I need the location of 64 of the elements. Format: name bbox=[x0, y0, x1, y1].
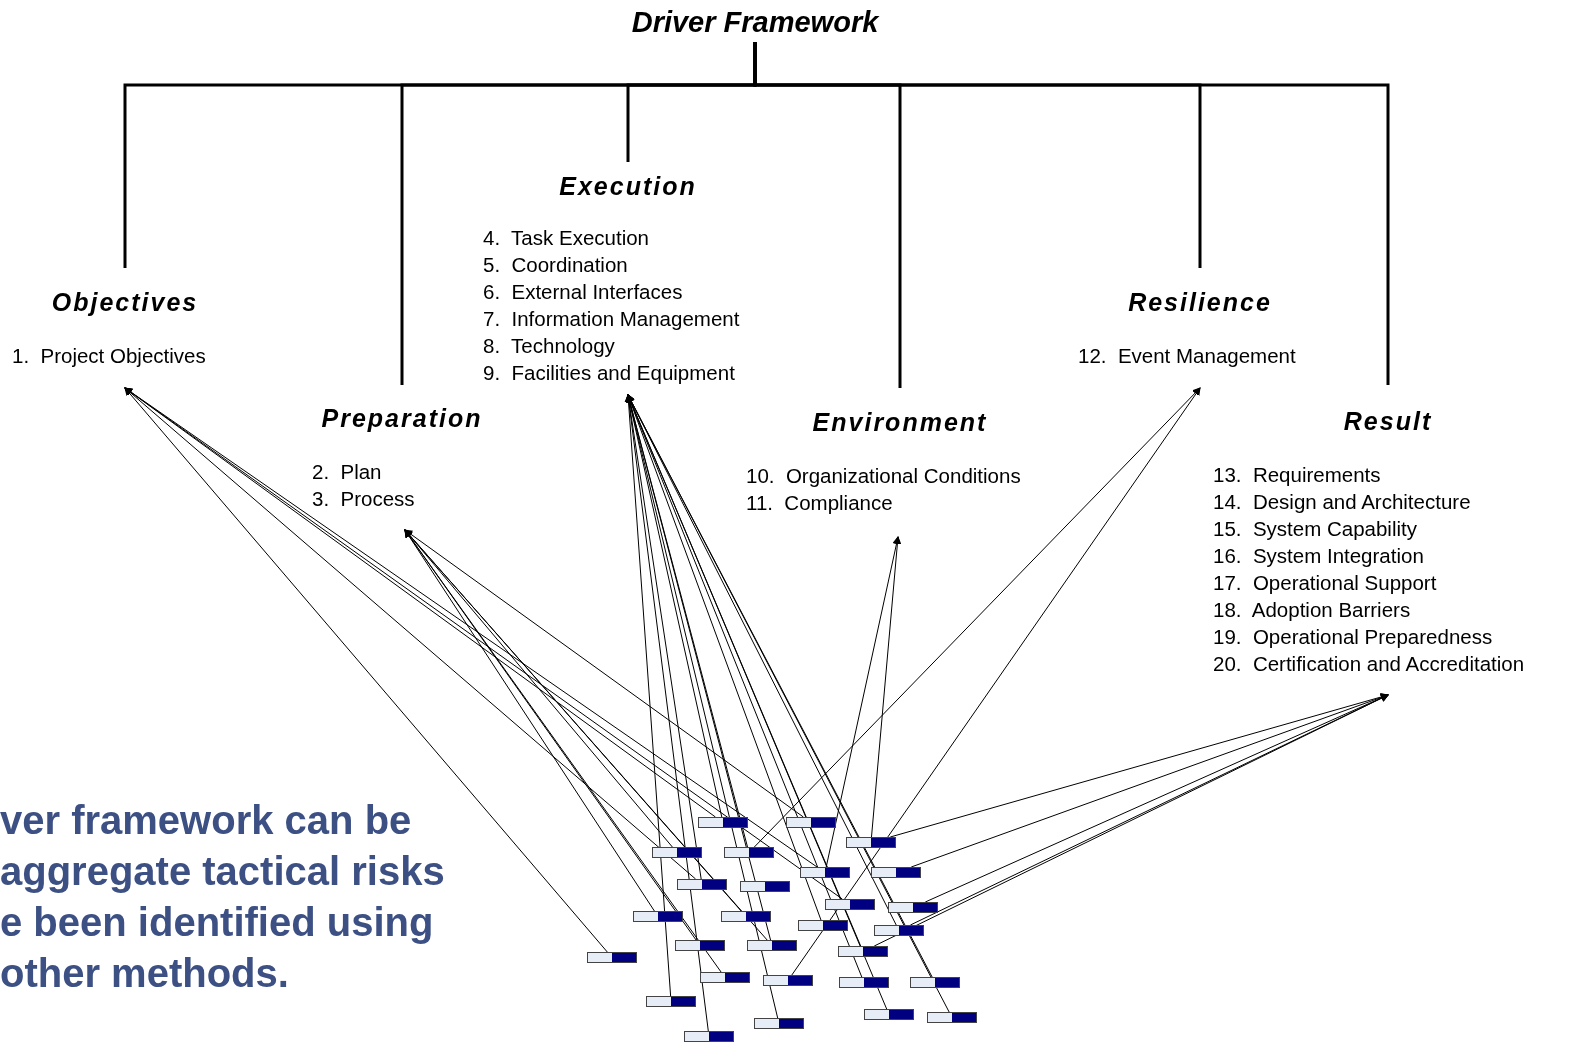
risk-bar bbox=[652, 847, 702, 858]
risk-bar bbox=[839, 977, 889, 988]
driver-item: 9. Facilities and Equipment bbox=[483, 360, 736, 386]
category-heading: Execution bbox=[558, 171, 698, 202]
driver-item: 19. Operational Preparedness bbox=[1213, 624, 1494, 650]
arrow bbox=[910, 693, 1389, 868]
risk-bar bbox=[874, 925, 924, 936]
risk-bar bbox=[888, 902, 938, 913]
risk-bar bbox=[800, 867, 850, 878]
driver-item: 7. Information Management bbox=[483, 306, 740, 332]
driver-item: 11. Compliance bbox=[746, 490, 894, 516]
driver-item: 6. External Interfaces bbox=[483, 279, 684, 305]
driver-item: 12. Event Management bbox=[1078, 343, 1296, 369]
risk-bar bbox=[763, 975, 813, 986]
risk-bar bbox=[721, 911, 771, 922]
arrow bbox=[124, 387, 608, 953]
driver-item: 20. Certification and Accreditation bbox=[1213, 651, 1525, 677]
risk-bar bbox=[646, 996, 696, 1007]
driver-item: 3. Process bbox=[312, 486, 415, 512]
driver-item: 2. Plan bbox=[312, 459, 383, 485]
risk-bar bbox=[675, 940, 725, 951]
risk-bar bbox=[587, 952, 637, 963]
risk-bar bbox=[910, 977, 960, 988]
note-text: ver framework can be aggregate tactical risks e been identified using other methods. bbox=[0, 797, 446, 997]
arrow bbox=[624, 394, 672, 997]
category-heading: Resilience bbox=[1127, 287, 1273, 318]
risk-bar bbox=[677, 879, 727, 890]
arrow bbox=[753, 387, 1201, 848]
risk-bar bbox=[825, 899, 875, 910]
driver-item: 14. Design and Architecture bbox=[1213, 489, 1472, 515]
risk-bar bbox=[864, 1009, 914, 1020]
diagram-title: Driver Framework bbox=[600, 2, 910, 42]
risk-bar bbox=[700, 972, 750, 983]
driver-item: 18. Adoption Barriers bbox=[1213, 597, 1412, 623]
risk-bar bbox=[846, 837, 896, 848]
risk-bar bbox=[684, 1031, 734, 1042]
driver-item: 5. Coordination bbox=[483, 252, 629, 278]
risk-bar bbox=[740, 881, 790, 892]
driver-item: 8. Technology bbox=[483, 333, 616, 359]
tree-line bbox=[753, 42, 1390, 385]
risk-bar bbox=[786, 817, 836, 828]
driver-item: 1. Project Objectives bbox=[12, 343, 206, 369]
arrow bbox=[404, 529, 804, 818]
risk-bar bbox=[747, 940, 797, 951]
driver-item: 4. Task Execution bbox=[483, 225, 650, 251]
arrow bbox=[871, 536, 902, 838]
risk-bar bbox=[871, 867, 921, 878]
risk-bar bbox=[754, 1018, 804, 1029]
risk-bar bbox=[724, 847, 774, 858]
category-heading: Environment bbox=[811, 407, 989, 438]
risk-bar bbox=[798, 920, 848, 931]
risk-bar bbox=[838, 946, 888, 957]
category-heading: Preparation bbox=[320, 403, 484, 434]
driver-item: 17. Operational Support bbox=[1213, 570, 1438, 596]
risk-bar bbox=[927, 1012, 977, 1023]
risk-bar bbox=[698, 817, 748, 828]
driver-item: 16. System Integration bbox=[1213, 543, 1425, 569]
category-heading: Objectives bbox=[50, 287, 200, 318]
risk-bar bbox=[633, 911, 683, 922]
driver-item: 13. Requirements bbox=[1213, 462, 1382, 488]
category-heading: Result bbox=[1342, 406, 1434, 437]
driver-item: 15. System Capability bbox=[1213, 516, 1418, 542]
arrow bbox=[791, 387, 1201, 976]
driver-item: 10. Organizational Conditions bbox=[746, 463, 1021, 489]
